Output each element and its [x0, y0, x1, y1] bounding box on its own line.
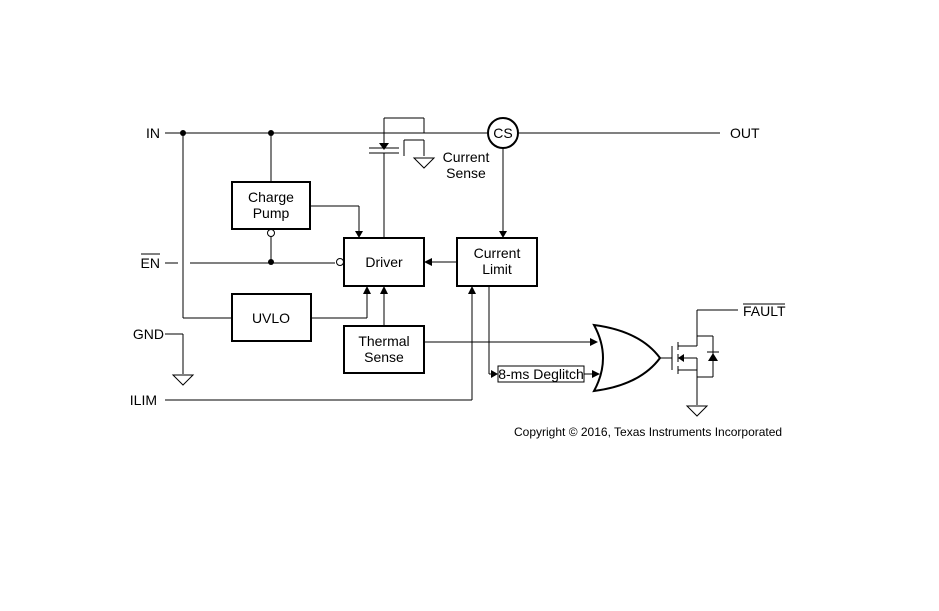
arrow-head: [592, 370, 600, 378]
arrow-head: [499, 231, 507, 238]
arrow-head: [491, 370, 498, 378]
deglitch-label: 8-ms Deglitch: [498, 366, 584, 382]
ground-symbol: [171, 374, 195, 386]
driver-block: [343, 237, 425, 287]
junction-dot: [268, 259, 274, 265]
driver-label: Driver: [365, 254, 403, 270]
thermal-sense-block: [343, 325, 425, 374]
current-sense-label-1: Current: [443, 149, 490, 165]
copyright-text: Copyright © 2016, Texas Instruments Inco…: [514, 425, 782, 439]
arrow-head: [424, 258, 432, 266]
ilim-pin-label: ILIM: [130, 392, 157, 408]
gnd-pin-label: GND: [133, 326, 164, 342]
ground-symbol: [412, 157, 436, 169]
thermal-sense-label-2: Sense: [364, 349, 404, 365]
or-gate-symbol: [592, 323, 662, 393]
current-limit-label-2: Limit: [482, 261, 512, 277]
arrow-head: [363, 286, 371, 294]
current-limit-block: [456, 237, 538, 287]
out-pin-label: OUT: [730, 125, 760, 141]
charge-pump-label-1: Charge: [248, 189, 294, 205]
inverter-bubble: [336, 258, 344, 266]
current-sense-label-2: Sense: [446, 165, 486, 181]
in-pin-label: IN: [146, 125, 160, 141]
pass-mosfet-symbol: [369, 117, 425, 238]
charge-pump-label-2: Pump: [253, 205, 290, 221]
arrow-head: [380, 286, 388, 294]
ground-symbol: [685, 405, 709, 417]
inverter-bubble: [267, 229, 275, 237]
fault-mosfet-symbol: [671, 310, 719, 405]
thermal-sense-label-1: Thermal: [358, 333, 409, 349]
uvlo-label: UVLO: [252, 310, 290, 326]
arrow-head: [355, 231, 363, 238]
arrow-head: [468, 286, 476, 294]
arrow-head: [590, 338, 598, 346]
en-pin-label: EN: [141, 255, 160, 271]
fault-pin-label: FAULT: [743, 303, 786, 319]
current-limit-label-1: Current: [474, 245, 521, 261]
cs-label: CS: [493, 125, 512, 141]
